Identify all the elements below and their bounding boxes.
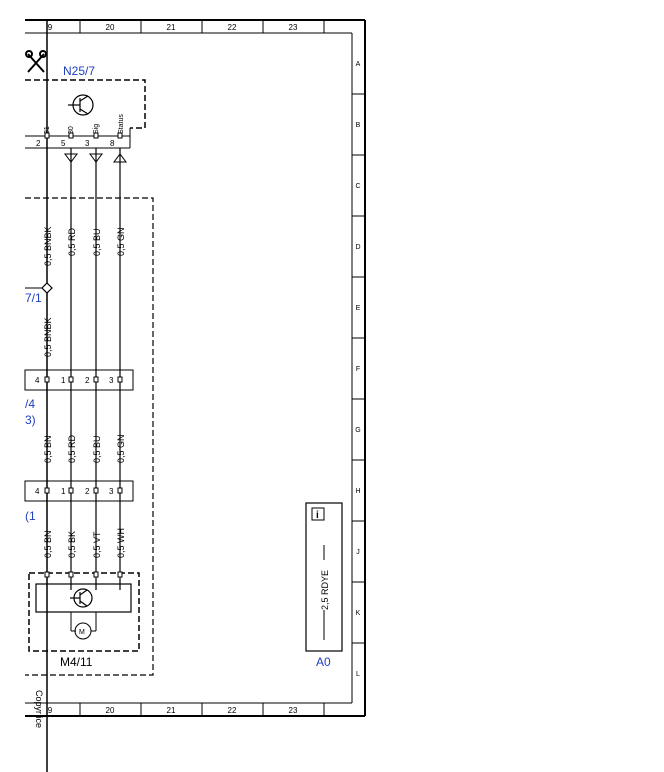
splice-point [41,282,53,294]
conn1-pin-4: 4 [35,376,40,385]
component-m4-11 [28,572,140,652]
m4-pin-stubs [44,571,123,578]
wire-lines [70,148,121,590]
conn2-pin-stubs [44,487,123,494]
wire-label-bu-3: 0,5 BU [92,435,102,463]
conn1-pin-2: 2 [85,376,90,385]
connector-1 [24,369,134,391]
top-pin-stubs [44,132,123,139]
row-label-e: E [356,305,361,312]
pin-number-2: 2 [36,139,41,148]
conn1-pin-3: 3 [109,376,114,385]
pin-label-30: 30 [68,126,75,134]
column-label-19: 9 [48,23,53,32]
connector-1-label: /4 [25,397,35,411]
conn1-pin-stubs [44,376,123,383]
splice-label: 7/1 [25,291,42,305]
column-label-19-bottom: 9 [48,706,53,715]
column-label-21: 21 [167,23,176,32]
scissors-icon [25,50,47,73]
conn2-pin-3: 3 [109,487,114,496]
component-label-n25-7: N25/7 [63,64,95,78]
pin-number-5: 5 [61,139,66,148]
row-label-f: F [356,366,360,373]
column-label-20: 20 [106,23,115,32]
connector-2-label: (1 [25,509,36,523]
conn2-pin-1: 1 [61,487,66,496]
wire-label-bn-4: 0,5 BN [43,530,53,558]
column-label-21-bottom: 21 [167,706,176,715]
column-label-20-bottom: 20 [106,706,115,715]
wire-label-wh-4: 0,5 WH [116,528,126,558]
row-label-a: A [356,61,361,68]
info-icon [311,507,325,521]
info-icon-glyph: i [316,510,319,521]
component-n25-7 [25,79,146,149]
pin-label-31: 31 [44,126,51,134]
drawing-frame [25,19,366,717]
column-label-23: 23 [289,23,298,32]
row-label-c: C [355,183,360,190]
wire-label-rd-1: 0,5 RD [67,227,77,256]
component-label-a0: A0 [316,655,331,669]
motor-icon [70,612,97,640]
pin-label-status: Status [118,114,125,134]
row-label-h: H [355,488,360,495]
row-label-d: D [355,244,360,251]
column-label-23-bottom: 23 [289,706,298,715]
component-label-m4-11: M4/11 [60,655,93,669]
pin-number-8: 8 [110,139,115,148]
wire-label-bn-3: 0,5 BN [43,435,53,463]
row-label-g: G [355,427,360,434]
conn1-pin-1: 1 [61,376,66,385]
row-label-b: B [356,122,361,129]
row-label-j: J [356,549,360,556]
info-wire-label: 2,5 RDYE [320,570,330,610]
wire-label-bnbk-2: 0,5 BNBK [43,317,53,357]
wire-label-vt-4: 0,5 VT [92,531,102,558]
conn2-pin-4: 4 [35,487,40,496]
column-label-22: 22 [228,23,237,32]
wire-label-bu-1: 0,5 BU [92,228,102,256]
conn2-pin-2: 2 [85,487,90,496]
transistor-icon-m4 [70,588,93,608]
wire-label-gn-1: 0,5 GN [116,227,126,256]
pin-label-sig: Sig [93,124,100,134]
connector-2 [24,480,134,502]
column-label-22-bottom: 22 [228,706,237,715]
info-box [305,502,343,652]
motor-symbol: M [79,629,85,636]
copyright-note: Copyr ice [34,690,44,728]
wire-label-bk-4: 0,5 BK [67,531,77,558]
wire-label-rd-3: 0,5 RD [67,434,77,463]
wire-label-gn-3: 0,5 GN [116,434,126,463]
pin-number-3: 3 [85,139,90,148]
row-label-k: K [356,610,361,617]
row-label-l: L [356,671,360,678]
transistor-icon [68,94,94,116]
connector-1-sublabel: 3) [25,413,36,427]
zone-boundary [25,197,154,676]
wire-label-bnbk-1: 0,5 BNBK [43,226,53,266]
